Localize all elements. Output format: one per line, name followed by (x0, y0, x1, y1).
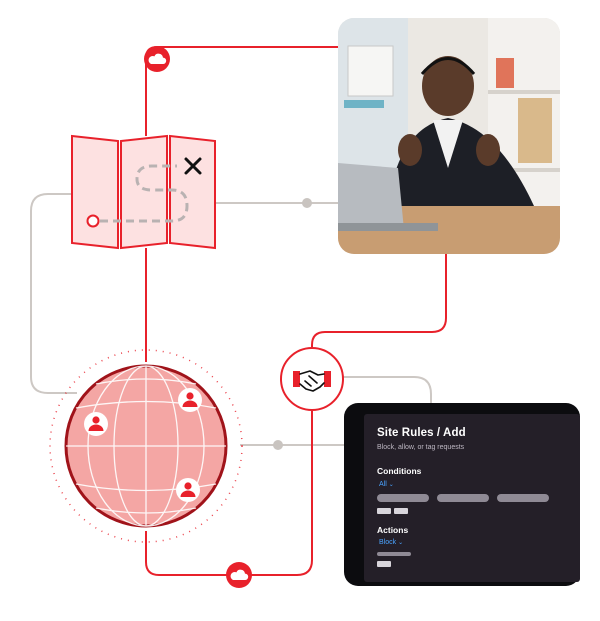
cloud-icon (144, 46, 170, 72)
conditions-dropdown-value: All (379, 481, 387, 488)
handshake-icon (280, 347, 344, 411)
add-condition-chip[interactable] (377, 508, 391, 514)
chevron-down-icon: ⌄ (388, 482, 394, 488)
panel-subtitle: Block, allow, or tag requests (377, 444, 465, 451)
conditions-heading: Conditions (377, 466, 422, 476)
actions-heading: Actions (377, 525, 409, 535)
junction-dot (302, 198, 312, 208)
actions-dropdown-value: Block (379, 539, 397, 546)
condition-value-placeholder[interactable] (497, 494, 549, 502)
cloud-icon (226, 562, 252, 588)
globe-icon (49, 349, 243, 543)
panel-title: Site Rules / Add (377, 427, 466, 439)
close-x-icon (184, 157, 202, 175)
support-agent-photo (338, 18, 560, 254)
remove-condition-chip[interactable] (394, 508, 408, 514)
save-action-chip[interactable] (377, 561, 391, 567)
gray-connectors (30, 193, 432, 446)
junction-dot (273, 440, 283, 450)
condition-operator-placeholder[interactable] (437, 494, 489, 502)
condition-field-placeholder[interactable] (377, 494, 429, 502)
action-detail-placeholder (377, 552, 411, 556)
person-icon (176, 478, 200, 502)
chevron-down-icon: ⌄ (398, 540, 404, 546)
person-icon (84, 412, 108, 436)
person-icon (178, 388, 202, 412)
map-route-icon (71, 134, 216, 250)
site-rules-panel: Site Rules / Add Block, allow, or tag re… (364, 414, 580, 582)
conditions-dropdown[interactable]: All⌄ (379, 481, 394, 488)
actions-dropdown[interactable]: Block⌄ (379, 539, 403, 546)
